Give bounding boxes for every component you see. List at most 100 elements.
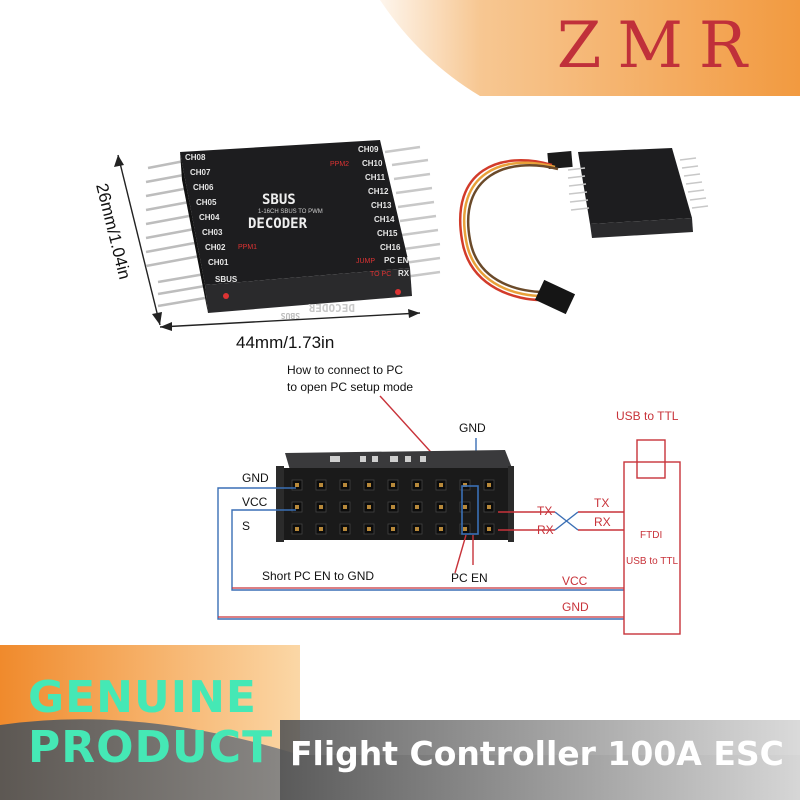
- board-front-face: [205, 268, 412, 313]
- pin-grid: [291, 479, 495, 535]
- led-icon: [223, 293, 229, 299]
- board-bottom-mirror-sub: SBUS: [281, 311, 300, 320]
- arrow-head: [152, 312, 162, 325]
- pin-contact: [463, 527, 467, 531]
- note-line-1: How to connect to PC: [287, 363, 403, 377]
- short-pointer-line: [454, 534, 467, 574]
- label-ch02: CH02: [205, 243, 226, 252]
- label-to-pc: TO PC: [370, 271, 391, 278]
- label-ch11: CH11: [365, 173, 386, 182]
- board-top-face: [180, 140, 410, 285]
- gnd-top-label: GND: [459, 421, 486, 435]
- label-ch07: CH07: [190, 168, 211, 177]
- label-ppm2: PPM2: [330, 161, 349, 168]
- brand-logo: ZMR: [556, 9, 764, 83]
- pin-contact: [439, 483, 443, 487]
- pin-contact: [391, 505, 395, 509]
- pin-contact: [319, 483, 323, 487]
- vcc-wire-label: VCC: [562, 574, 588, 588]
- pin-contact: [439, 527, 443, 531]
- label-sbus: SBUS: [215, 275, 238, 284]
- label-ch06: CH06: [193, 183, 214, 192]
- label-ch05: CH05: [196, 198, 217, 207]
- led-icon: [395, 289, 401, 295]
- label-ch08: CH08: [185, 153, 206, 162]
- pin-contact: [319, 505, 323, 509]
- board-left-labels: CH08 CH07 CH06 CH05 CH04 CH03 CH02 CH01 …: [185, 153, 238, 284]
- ftdi-sub-label: USB to TTL: [626, 556, 678, 567]
- pin-contact: [463, 483, 467, 487]
- pin-contact: [415, 505, 419, 509]
- pin-contact: [367, 505, 371, 509]
- vcc-wire-left: [231, 509, 624, 591]
- tx-ftdi-label: TX: [594, 496, 609, 510]
- pin-vcc-label: VCC: [242, 495, 268, 509]
- gnd-wire-label: GND: [562, 600, 589, 614]
- arrow-head: [160, 322, 172, 331]
- pin-contact: [367, 483, 371, 487]
- board-subtitle: 1-16CH SBUS TO PWM: [258, 209, 323, 215]
- pin-contact: [487, 505, 491, 509]
- pc-en-jumper-box: [461, 485, 479, 535]
- width-dimension-line: [159, 312, 421, 328]
- genuine-badge-line-1: GENUINE: [28, 672, 257, 723]
- short-pc-en-label: Short PC EN to GND: [262, 569, 374, 583]
- pin-contact: [343, 483, 347, 487]
- usb-plug-icon: [636, 439, 666, 479]
- board-title: SBUS: [262, 192, 296, 208]
- pin-contact: [343, 505, 347, 509]
- board-name: DECODER: [248, 216, 308, 232]
- label-ch12: CH12: [368, 187, 389, 196]
- label-pc-en: PC EN: [384, 256, 409, 265]
- pc-en-label: PC EN: [451, 571, 488, 585]
- pin-s-label: S: [242, 519, 250, 533]
- arrow-head: [114, 155, 124, 167]
- pin-contact: [487, 527, 491, 531]
- board-right-labels: CH09 CH10 CH11 CH12 CH13 CH14 CH15 CH16 …: [358, 145, 410, 278]
- pin-contact: [391, 483, 395, 487]
- rx-ftdi-label: RX: [594, 515, 611, 529]
- label-ch04: CH04: [199, 213, 220, 222]
- pin-gnd-label: GND: [242, 471, 269, 485]
- pin-contact: [391, 527, 395, 531]
- rx-board-label: RX: [537, 523, 554, 537]
- pin-contact: [319, 527, 323, 531]
- pin-contact: [295, 483, 299, 487]
- note-line-2: to open PC setup mode: [287, 380, 413, 394]
- rx-cross-line: [554, 511, 579, 531]
- ftdi-label: FTDI: [640, 530, 662, 541]
- right-pin-header: [384, 145, 441, 279]
- small-board-photo: [459, 148, 709, 315]
- height-dimension-line: [117, 154, 161, 326]
- pin-contact: [487, 483, 491, 487]
- label-ch15: CH15: [377, 229, 398, 238]
- pin-contact: [343, 527, 347, 531]
- gnd-wire-left: [217, 487, 624, 620]
- label-ch10: CH10: [362, 159, 383, 168]
- label-ppm1: PPM1: [238, 244, 257, 251]
- pin-contact: [415, 483, 419, 487]
- ftdi-module: [623, 461, 681, 635]
- tx-board-label: TX: [537, 504, 552, 518]
- label-ch09: CH09: [358, 145, 379, 154]
- label-ch16: CH16: [380, 243, 401, 252]
- board-bottom-mirror-name: DECODER: [308, 301, 355, 314]
- board-side-face: [180, 152, 208, 313]
- width-dimension-label: 44mm/1.73in: [236, 333, 334, 352]
- arrow-head: [408, 309, 420, 318]
- product-title: Flight Controller 100A ESC: [290, 734, 784, 773]
- pin-contact: [367, 527, 371, 531]
- decoder-pin-board: [276, 450, 514, 542]
- usb-ttl-title: USB to TTL: [616, 409, 679, 423]
- header-gradient-band: [0, 0, 800, 96]
- pin-contact: [295, 505, 299, 509]
- pin-contact: [439, 505, 443, 509]
- pin-contact: [295, 527, 299, 531]
- label-ch01: CH01: [208, 258, 229, 267]
- pin-contact: [463, 505, 467, 509]
- pin-contact: [415, 527, 419, 531]
- label-ch13: CH13: [371, 201, 392, 210]
- footer-band: [0, 645, 800, 800]
